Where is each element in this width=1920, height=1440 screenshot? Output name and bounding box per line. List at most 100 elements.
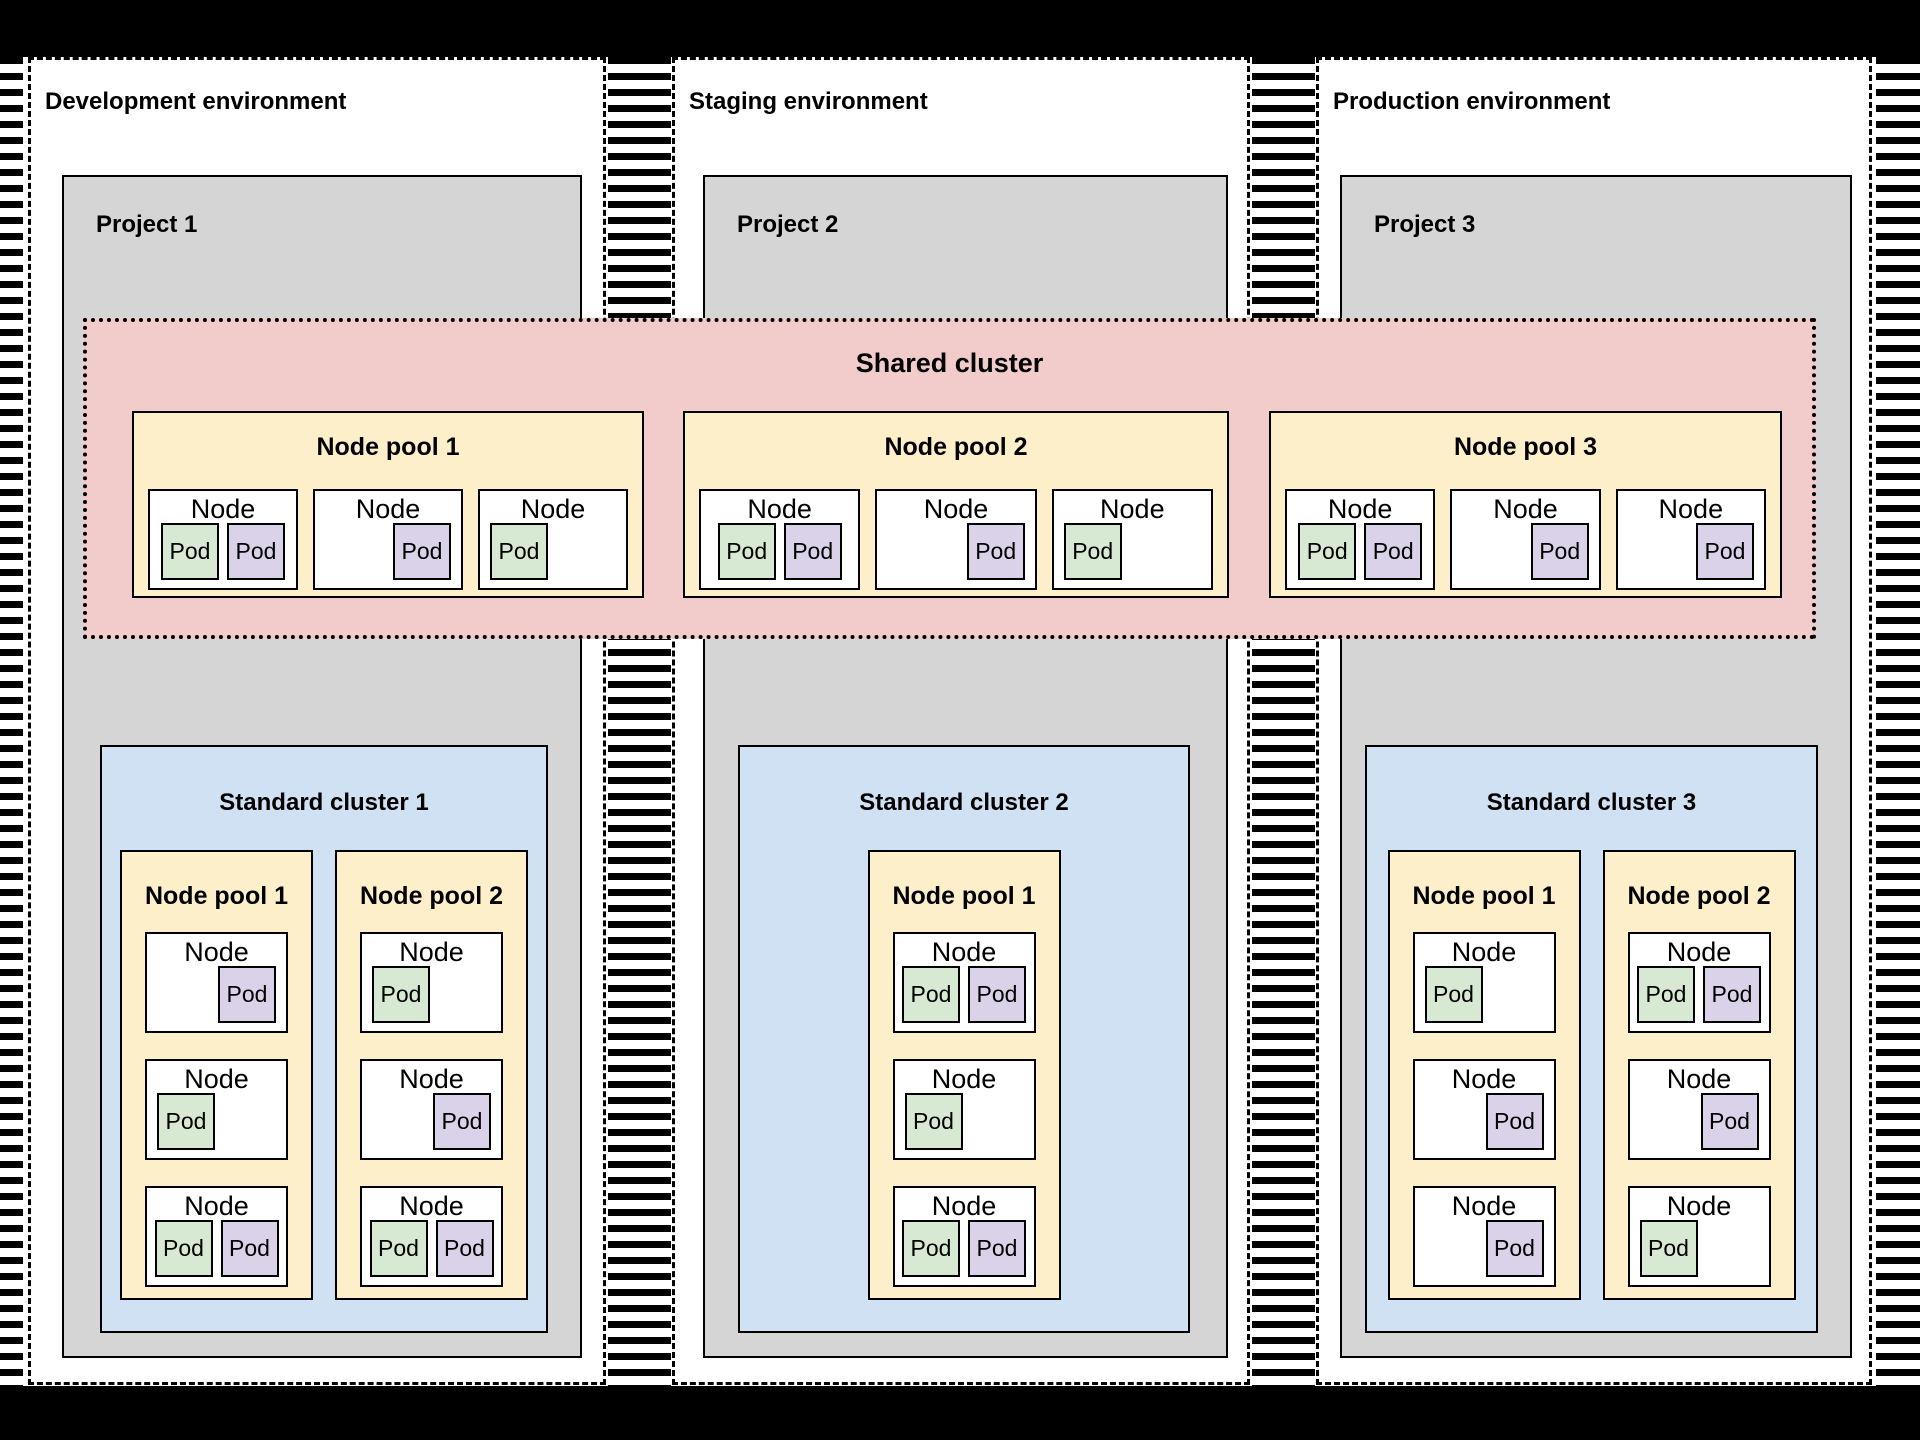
pod-box: Pod xyxy=(369,1220,428,1277)
node-label: Node xyxy=(1451,937,1517,967)
pod-box: Pod xyxy=(490,523,548,580)
node-label: Node xyxy=(1658,494,1724,524)
pod-box: Pod xyxy=(154,1220,213,1277)
pod-box: Pod xyxy=(1485,1220,1544,1277)
pod-box: Pod xyxy=(1700,1093,1759,1150)
pod-box: Pod xyxy=(1485,1093,1544,1150)
pods-container: Pod xyxy=(157,966,276,1023)
pod-box: Pod xyxy=(968,966,1026,1023)
pods-container: Pod xyxy=(1628,523,1754,580)
pod-box: Pod xyxy=(157,1093,215,1150)
node-pool-title: Node pool 1 xyxy=(144,882,289,910)
environment-production: Production environment Project 3 Standar… xyxy=(1316,57,1872,1385)
bottom-frame-bar xyxy=(0,1386,1920,1440)
hatch-strip-right xyxy=(1876,57,1920,1386)
node-label: Node xyxy=(1451,1191,1517,1221)
project-title: Project 3 xyxy=(1374,211,1476,238)
pods-container: Pod xyxy=(157,1093,276,1150)
pod-box: Pod xyxy=(902,966,960,1023)
node-label: Node xyxy=(399,1064,464,1094)
project-title: Project 2 xyxy=(737,211,839,238)
pods-container: Pod xyxy=(1640,1093,1759,1150)
pod-box: Pod xyxy=(393,523,451,580)
node-pool-title: Node pool 1 xyxy=(316,433,460,461)
pods-container: Pod xyxy=(325,523,451,580)
environment-title: Production environment xyxy=(1333,88,1611,115)
node-label: Node xyxy=(355,494,421,524)
pod-box: Pod xyxy=(1639,1220,1698,1277)
node-label: Node xyxy=(184,1064,249,1094)
pod-box: Pod xyxy=(227,523,285,580)
node-label: Node xyxy=(184,937,249,967)
project-title: Project 1 xyxy=(96,211,198,238)
pods-container: Pod xyxy=(1639,1220,1759,1277)
environment-staging: Staging environment Project 2 Standard c… xyxy=(672,57,1250,1385)
pod-box: Pod xyxy=(783,523,842,580)
pod-box: Pod xyxy=(161,523,219,580)
pods-container: Pod xyxy=(372,1093,491,1150)
node-pool-title: Node pool 2 xyxy=(1627,882,1771,910)
pod-box: Pod xyxy=(1530,523,1589,580)
environment-development: Development environment Project 1 Standa… xyxy=(28,57,606,1385)
node-label: Node xyxy=(931,1191,997,1221)
node-label: Node xyxy=(399,937,464,967)
pods-container: Pod xyxy=(1424,966,1544,1023)
node-label: Node xyxy=(931,1064,997,1094)
pod-box: Pod xyxy=(902,1220,960,1277)
pod-box: Pod xyxy=(1364,523,1423,580)
pod-box: Pod xyxy=(1063,523,1122,580)
node-label: Node xyxy=(1451,1064,1517,1094)
pods-container: Pod xyxy=(1063,523,1201,580)
standard-cluster-title: Standard cluster 1 xyxy=(219,789,429,816)
pod-box: Pod xyxy=(433,1093,491,1150)
pod-box: Pod xyxy=(966,523,1025,580)
pod-box: Pod xyxy=(717,523,776,580)
pods-container: Pod xyxy=(1425,1093,1544,1150)
node-label: Node xyxy=(1100,494,1165,524)
pods-container: Pod xyxy=(372,966,491,1023)
pod-box: Pod xyxy=(1298,523,1357,580)
environment-title: Staging environment xyxy=(689,88,928,115)
pod-box: Pod xyxy=(968,1220,1026,1277)
